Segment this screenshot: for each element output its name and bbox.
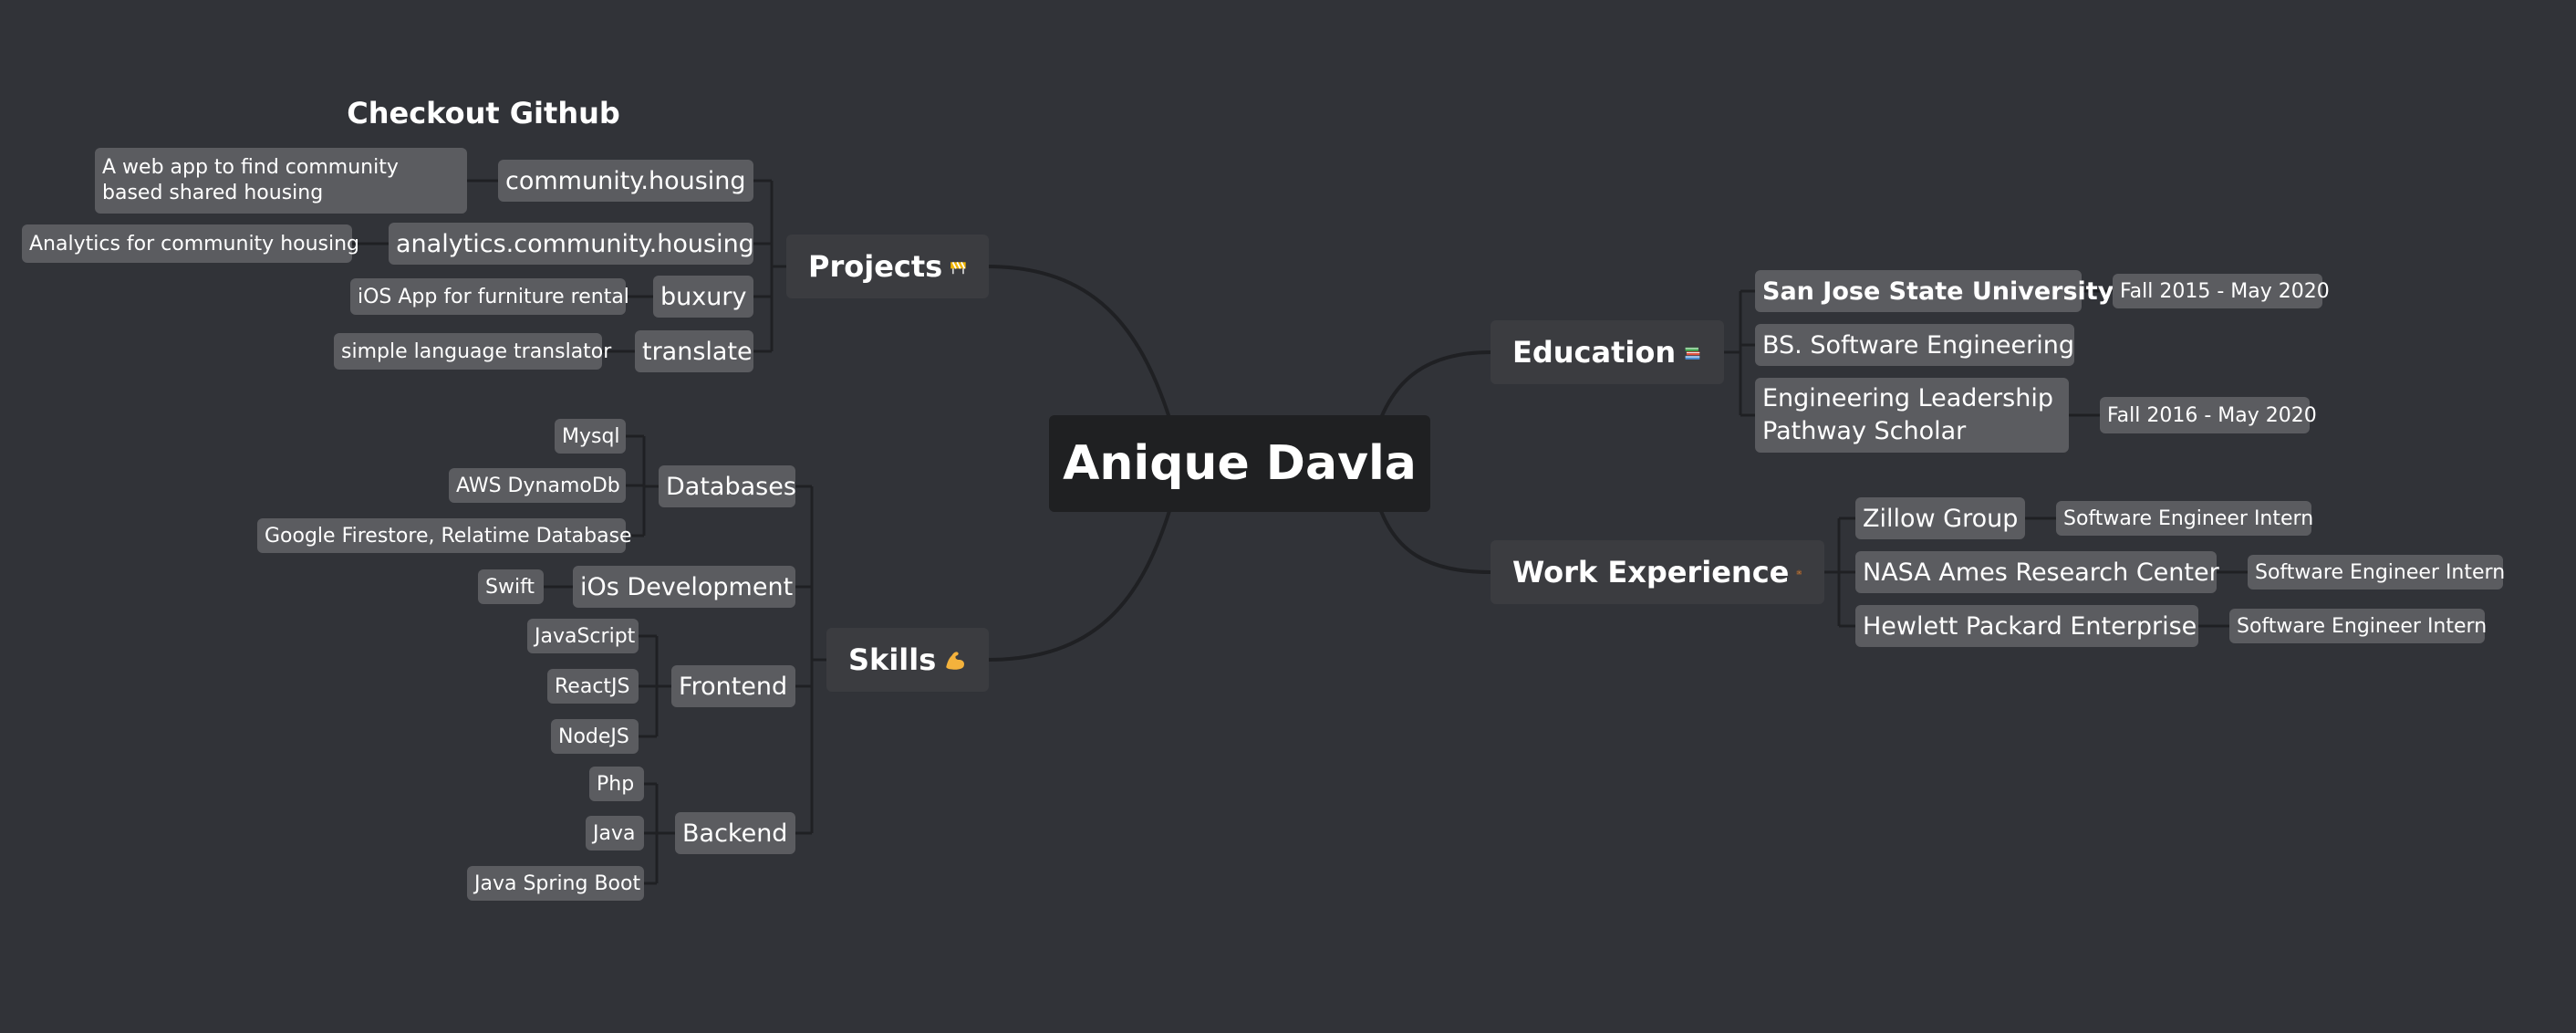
skill-java[interactable]: Java — [586, 816, 644, 850]
skill-aws-dynamodb[interactable]: AWS DynamoDb — [449, 468, 626, 503]
skill-java-spring-boot[interactable]: Java Spring Boot — [467, 866, 644, 901]
skill-swift[interactable]: Swift — [478, 569, 544, 604]
skill-group-databases[interactable]: Databases — [659, 465, 796, 507]
education-sjsu-date[interactable]: Fall 2015 - May 2020 — [2113, 274, 2330, 308]
briefcase-icon — [1796, 569, 1802, 575]
link-education-bracket — [1724, 289, 1755, 417]
project-buxury-desc[interactable]: iOS App for furniture rental — [350, 278, 629, 315]
link-education-leaves — [2069, 289, 2113, 417]
work-nasa-role[interactable]: Software Engineer Intern — [2248, 555, 2505, 590]
project-buxury[interactable]: buxury — [653, 276, 753, 318]
link-root-skills — [986, 510, 1171, 662]
project-community-housing-desc[interactable]: A web app to find community based shared… — [95, 148, 467, 214]
education-leadership-scholar[interactable]: Engineering Leadership Pathway Scholar — [1755, 378, 2069, 453]
link-backend-leaves — [644, 782, 675, 885]
skill-google-firestore[interactable]: Google Firestore, Relatime Database — [257, 518, 632, 553]
link-root-projects — [986, 265, 1171, 419]
branch-projects[interactable]: Projects — [786, 235, 989, 298]
project-translate-desc[interactable]: simple language translator — [334, 333, 611, 370]
work-zillow-group[interactable]: Zillow Group — [1855, 497, 2025, 539]
skill-group-backend[interactable]: Backend — [675, 812, 795, 854]
branch-education[interactable]: Education — [1491, 320, 1724, 384]
link-databases-leaves — [626, 434, 659, 537]
link-root-education — [1379, 350, 1491, 419]
link-root-work — [1379, 510, 1491, 574]
education-scholar-date[interactable]: Fall 2016 - May 2020 — [2100, 397, 2317, 433]
books-icon — [1685, 347, 1700, 360]
project-translate[interactable]: translate — [635, 330, 753, 372]
branch-projects-label: Projects — [808, 249, 943, 284]
education-san-jose-state[interactable]: San Jose State University — [1755, 270, 2114, 312]
link-frontend-leaves — [639, 634, 671, 738]
branch-work-label: Work Experience — [1512, 555, 1790, 590]
skill-group-ios-development[interactable]: iOs Development — [573, 566, 795, 608]
branch-skills-label: Skills — [848, 642, 937, 677]
link-skills-bracket — [795, 485, 826, 835]
central-topic[interactable]: Anique Davla — [1049, 415, 1430, 512]
skill-mysql[interactable]: Mysql — [555, 419, 626, 454]
skill-php[interactable]: Php — [589, 767, 644, 801]
skill-javascript[interactable]: JavaScript — [527, 619, 639, 653]
floating-topic-github[interactable]: Checkout Github — [347, 96, 620, 130]
skill-nodejs[interactable]: NodeJS — [551, 719, 639, 754]
skill-group-frontend[interactable]: Frontend — [671, 665, 795, 707]
branch-skills[interactable]: Skills — [826, 628, 989, 692]
link-work-leaves — [2025, 516, 2248, 628]
link-projects-bracket — [753, 179, 786, 353]
project-analytics-community-housing[interactable]: analytics.community.housing — [389, 223, 754, 265]
work-hpe-role[interactable]: Software Engineer Intern — [2229, 609, 2487, 643]
project-community-housing[interactable]: community.housing — [498, 160, 753, 202]
work-zillow-role[interactable]: Software Engineer Intern — [2056, 501, 2313, 536]
flexed-biceps-icon — [946, 652, 965, 670]
link-work-bracket — [1824, 516, 1855, 628]
work-nasa-ames[interactable]: NASA Ames Research Center — [1855, 551, 2219, 593]
branch-education-label: Education — [1512, 335, 1677, 370]
education-bs-software-engineering[interactable]: BS. Software Engineering — [1755, 324, 2074, 366]
link-projects-leaves — [352, 179, 653, 353]
skill-reactjs[interactable]: ReactJS — [547, 669, 639, 704]
construction-barrier-icon — [950, 261, 966, 275]
work-hewlett-packard[interactable]: Hewlett Packard Enterprise — [1855, 605, 2198, 647]
branch-work-experience[interactable]: Work Experience — [1491, 540, 1824, 604]
project-analytics-desc[interactable]: Analytics for community housing — [22, 224, 359, 263]
